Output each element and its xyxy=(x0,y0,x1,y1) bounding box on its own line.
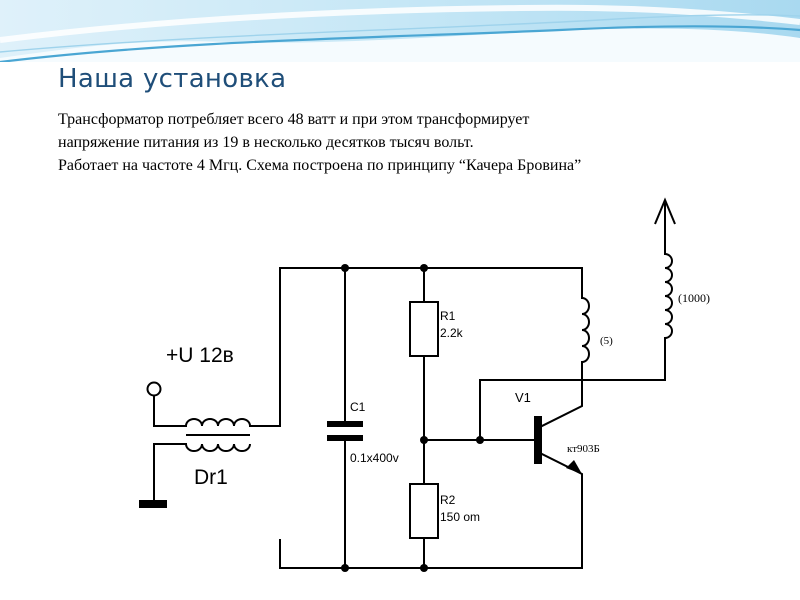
r2-name-label: R2 xyxy=(440,493,456,507)
wire-ground xyxy=(153,443,187,501)
resistor-r1 xyxy=(409,301,439,357)
capacitor-c1 xyxy=(327,421,363,441)
supply-label: +U 12в xyxy=(166,344,234,367)
body-line-2: напряжение питания из 19 в несколько дес… xyxy=(58,134,474,151)
circuit-background xyxy=(128,184,800,600)
supply-terminal xyxy=(146,381,162,397)
choke-dr1 xyxy=(185,418,251,452)
coil-primary xyxy=(581,297,590,363)
antenna-arrow-icon xyxy=(654,197,676,225)
r1-value-label: 2.2k xyxy=(440,326,464,340)
wire-choke-to-rail xyxy=(249,267,281,427)
wire-supply xyxy=(153,395,187,427)
secondary-turns-label: (1000) xyxy=(678,291,710,305)
wire-top-rail xyxy=(279,267,583,299)
coil-secondary xyxy=(664,253,673,339)
wire-collector xyxy=(540,361,583,428)
choke-label: Dr1 xyxy=(194,466,228,489)
ground-symbol xyxy=(139,500,167,508)
transistor-v1 xyxy=(534,416,582,474)
body-line-1: Трансформатор потребляет всего 48 ватт и… xyxy=(58,111,530,128)
slide-body-text: Трансформатор потребляет всего 48 ватт и… xyxy=(58,108,778,177)
junction-dots xyxy=(341,264,484,572)
r2-value-label: 150 om xyxy=(440,510,480,524)
primary-turns-label: (5) xyxy=(600,335,613,347)
transistor-part-label: кт903Б xyxy=(567,443,600,455)
r1-name-label: R1 xyxy=(440,309,456,323)
slide-title: Наша установка xyxy=(58,64,287,94)
transistor-name-label: V1 xyxy=(515,390,531,405)
header-wave-decoration xyxy=(0,0,800,62)
wire-feedback xyxy=(479,337,666,441)
body-line-3: Работает на частоте 4 Мгц. Схема построе… xyxy=(58,157,582,174)
capacitor-name-label: C1 xyxy=(350,400,366,414)
circuit-diagram: +U 12в Dr1 C1 0.1x400v R1 2.2k R2 150 om… xyxy=(128,184,800,600)
resistor-r2 xyxy=(409,483,439,539)
capacitor-value-label: 0.1x400v xyxy=(350,451,399,465)
